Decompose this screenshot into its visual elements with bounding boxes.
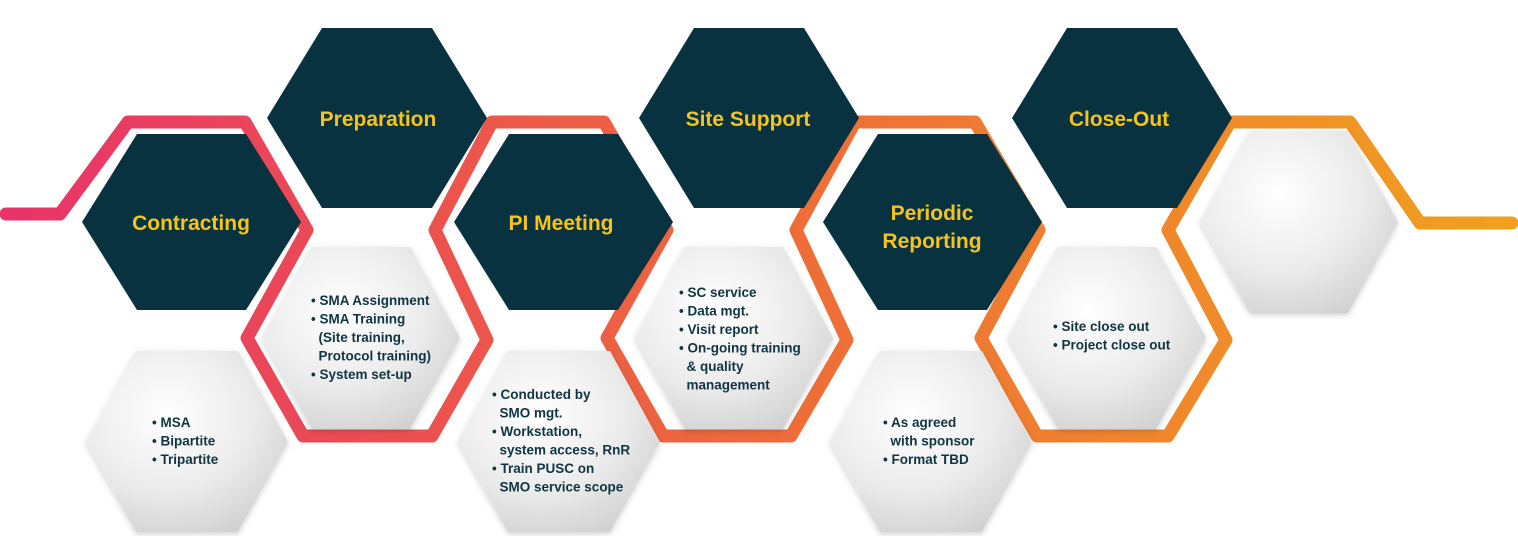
text-line: with sponsor [883, 434, 975, 449]
stage-close-out: Close-Out [1012, 28, 1232, 208]
text-line: & quality [679, 359, 744, 374]
stage-title: Contracting [132, 212, 250, 235]
text-line: Periodic [891, 202, 974, 225]
process-connector-line [0, 115, 1518, 443]
details-hexagon [458, 351, 660, 532]
empty-hexagon [1200, 131, 1398, 313]
text-line: Site Support [686, 108, 811, 131]
details-text: • Site close out • Project close out [1053, 319, 1171, 353]
text-line: PI Meeting [508, 212, 613, 235]
text-line: Contracting [132, 212, 250, 235]
text-line: • MSA [152, 415, 191, 430]
details-text: • Conducted by SMO mgt. • Workstation, sy… [492, 387, 630, 495]
text-line: • SC service [679, 285, 757, 300]
gray-hex-pi-meeting: • Conducted by SMO mgt. • Workstation, sy… [458, 351, 660, 532]
text-line: • Conducted by [492, 387, 591, 402]
stage-pi-meeting: PI Meeting [454, 134, 673, 310]
text-line: • SMA Training [311, 312, 405, 327]
stage-hexagon [267, 28, 487, 208]
text-line: SMO mgt. [492, 406, 563, 421]
text-line: • Tripartite [152, 452, 219, 467]
text-line: Preparation [320, 108, 437, 131]
text-line: • Visit report [679, 322, 759, 337]
stage-hexagon [639, 28, 859, 208]
text-line: • SMA Assignment [311, 293, 430, 308]
gray-hex-empty [1200, 131, 1398, 313]
stage-title: Preparation [320, 108, 437, 131]
text-line: • System set-up [311, 367, 412, 382]
text-line: • Workstation, [492, 424, 582, 439]
stage-hexagon [823, 134, 1042, 310]
text-line: • Site close out [1053, 319, 1150, 334]
details-text: • SMA Assignment • SMA Training (Site tra… [311, 293, 431, 382]
details-hexagon [830, 351, 1032, 532]
text-line: • Bipartite [152, 434, 216, 449]
text-line: • Train PUSC on [492, 461, 594, 476]
stage-hexagon [454, 134, 673, 310]
text-line: system access, RnR [492, 443, 630, 458]
text-line: • Project close out [1053, 338, 1171, 353]
text-line: • Data mgt. [679, 304, 749, 319]
stage-preparation: Preparation [267, 28, 487, 208]
stage-site-support: Site Support [639, 28, 859, 208]
details-hexagon [86, 351, 288, 532]
details-hexagon [635, 247, 833, 429]
gray-hex-periodic-reporting: • As agreed with sponsor • Format TBD [830, 351, 1032, 532]
gray-hex-contracting: • MSA • Bipartite • Tripartite [86, 351, 288, 532]
details-text: • SC service • Data mgt. • Visit report • O… [679, 285, 801, 393]
gray-hex-close-out: • Site close out • Project close out [1008, 247, 1206, 429]
stage-title: PI Meeting [508, 212, 613, 235]
stage-contracting: Contracting [82, 134, 301, 310]
stage-title: Site Support [686, 108, 811, 131]
details-text: • As agreed with sponsor • Format TBD [883, 415, 975, 467]
text-line: SMO service scope [492, 480, 624, 495]
text-line: • Format TBD [883, 452, 969, 467]
details-hexagon [1008, 247, 1206, 429]
stage-title: Close-Out [1069, 108, 1169, 131]
details-hexagon [262, 247, 460, 429]
text-line: • On-going training [679, 341, 801, 356]
text-line: Protocol training) [311, 349, 431, 364]
text-line: management [679, 378, 770, 393]
text-line: • As agreed [883, 415, 956, 430]
gray-hex-site-support: • SC service • Data mgt. • Visit report • O… [635, 247, 833, 429]
text-line: Close-Out [1069, 108, 1169, 131]
gray-hex-preparation: • SMA Assignment • SMA Training (Site tra… [262, 247, 460, 429]
stage-hexagon [82, 134, 301, 310]
details-text: • MSA • Bipartite • Tripartite [152, 415, 219, 467]
text-line: Reporting [882, 230, 981, 253]
text-line: (Site training, [311, 330, 405, 345]
stage-hexagon [1012, 28, 1232, 208]
